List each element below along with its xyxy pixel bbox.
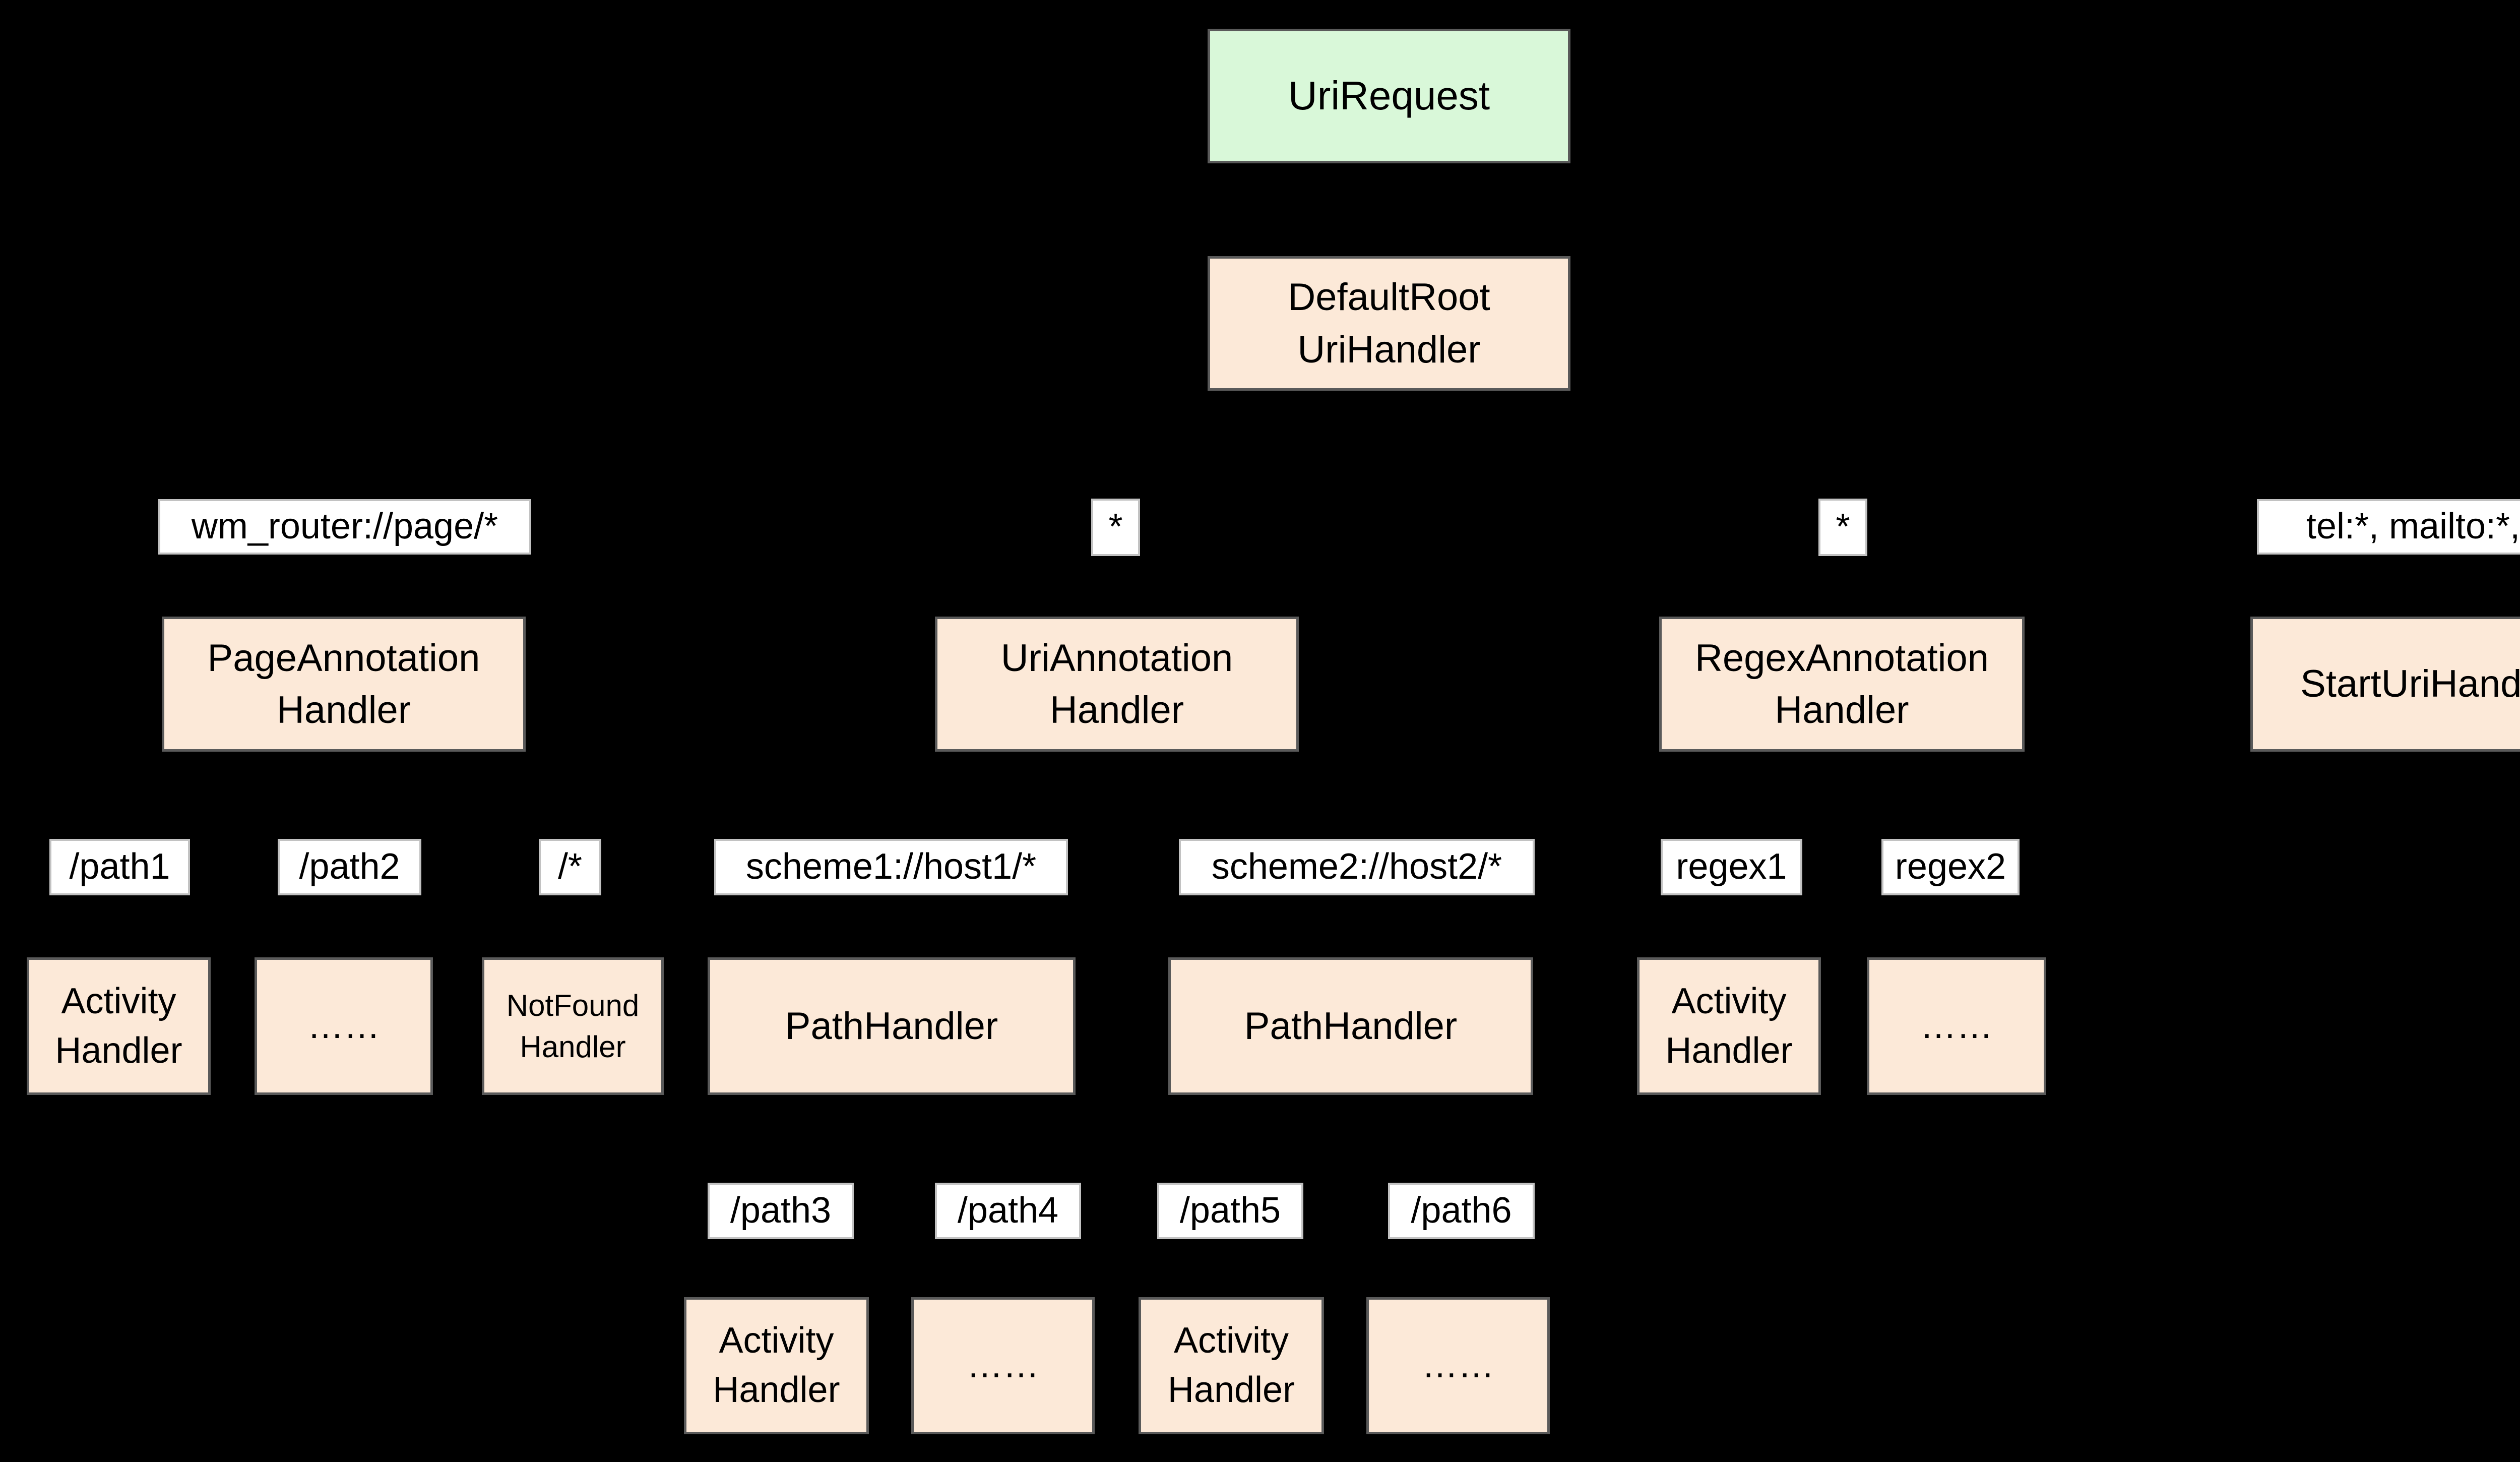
label-scheme1-host1: scheme1://host1/* [714, 839, 1068, 895]
node-page-annotation-handler: PageAnnotation Handler [162, 617, 526, 752]
node-activity-handler-regex1: Activity Handler [1637, 957, 1821, 1095]
label-path5: /path5 [1157, 1183, 1303, 1239]
node-path-handler-host1: PathHandler [708, 957, 1076, 1095]
label-tel-mailto: tel:*, mailto:*, … [2257, 499, 2520, 555]
label-path1: /path1 [49, 839, 190, 895]
node-activity-handler-path1: Activity Handler [27, 957, 211, 1095]
node-ellipsis-path4: …… [911, 1297, 1095, 1434]
node-start-uri-handler: StartUriHandler [2250, 617, 2520, 752]
label-regex1: regex1 [1661, 839, 1802, 895]
node-ellipsis-regex2: …… [1867, 957, 2046, 1095]
node-uri-annotation-handler: UriAnnotation Handler [935, 617, 1299, 752]
node-activity-handler-path3: Activity Handler [684, 1297, 869, 1434]
node-uri-request: UriRequest [1208, 29, 1570, 163]
label-path4: /path4 [935, 1183, 1081, 1239]
label-regex2: regex2 [1881, 839, 2020, 895]
label-path6: /path6 [1388, 1183, 1535, 1239]
label-path2: /path2 [278, 839, 421, 895]
node-activity-handler-path5: Activity Handler [1139, 1297, 1324, 1434]
label-scheme2-host2: scheme2://host2/* [1179, 839, 1535, 895]
label-star-uri: * [1091, 499, 1140, 556]
node-path-handler-host2: PathHandler [1168, 957, 1533, 1095]
label-star-regex: * [1818, 499, 1867, 556]
node-default-root-uri-handler: DefaultRoot UriHandler [1208, 256, 1570, 391]
node-not-found-handler: NotFound Handler [482, 957, 664, 1095]
label-slash-star: /* [539, 839, 601, 895]
node-ellipsis-path2: …… [255, 957, 433, 1095]
node-regex-annotation-handler: RegexAnnotation Handler [1659, 617, 2025, 752]
node-ellipsis-path6: …… [1366, 1297, 1550, 1434]
label-wm-router-page: wm_router://page/* [158, 499, 531, 555]
label-path3: /path3 [708, 1183, 854, 1239]
